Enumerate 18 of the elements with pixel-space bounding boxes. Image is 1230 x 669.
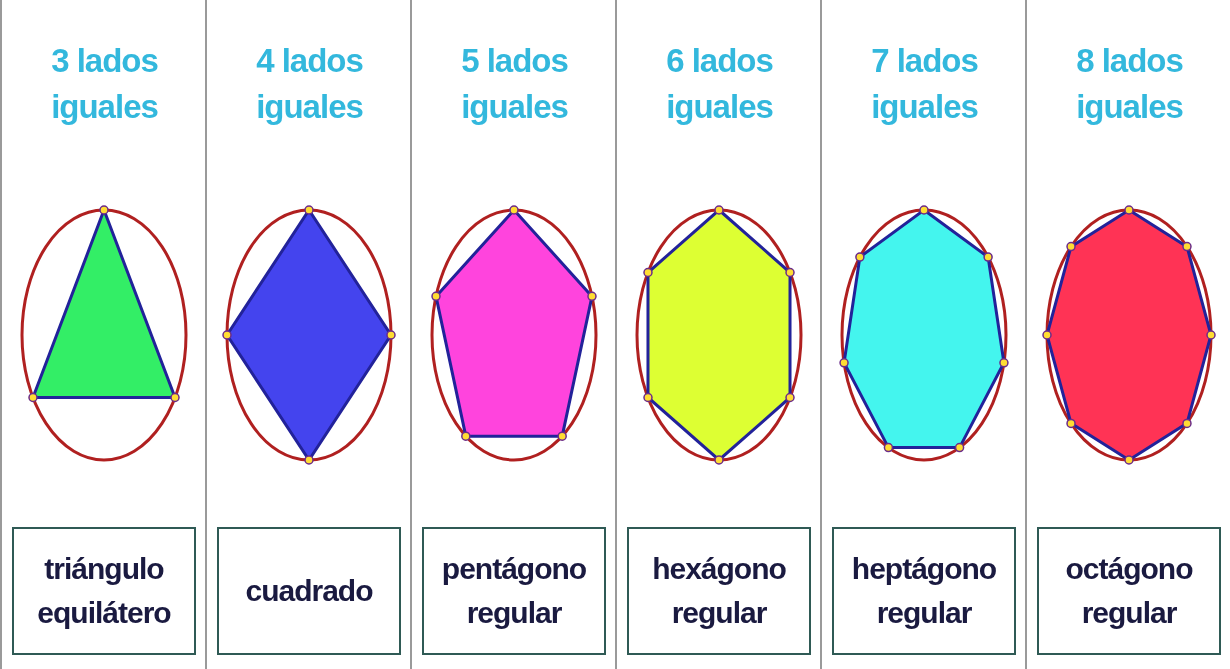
- column-heading: 6 lados iguales: [665, 41, 774, 127]
- polygon-name: pentágono regular: [440, 551, 588, 631]
- name-box: [12, 527, 196, 655]
- polygon-name: triángulo equilátero: [36, 551, 172, 631]
- polygon-name: octágono regular: [1064, 551, 1194, 631]
- column-heading: 3 lados iguales: [50, 41, 159, 127]
- name-box: [832, 527, 1016, 655]
- polygon-name: heptágono regular: [850, 551, 998, 631]
- column-heading: 4 lados iguales: [255, 41, 364, 127]
- name-box: [1037, 527, 1221, 655]
- name-box: [422, 527, 606, 655]
- column-heading: 7 lados iguales: [870, 41, 979, 127]
- name-box: [217, 527, 401, 655]
- column-heading: 8 lados iguales: [1075, 41, 1184, 127]
- name-box: [627, 527, 811, 655]
- column-heading: 5 lados iguales: [460, 41, 569, 127]
- polygon-name: cuadrado: [245, 573, 373, 609]
- polygon-name: hexágono regular: [651, 551, 787, 631]
